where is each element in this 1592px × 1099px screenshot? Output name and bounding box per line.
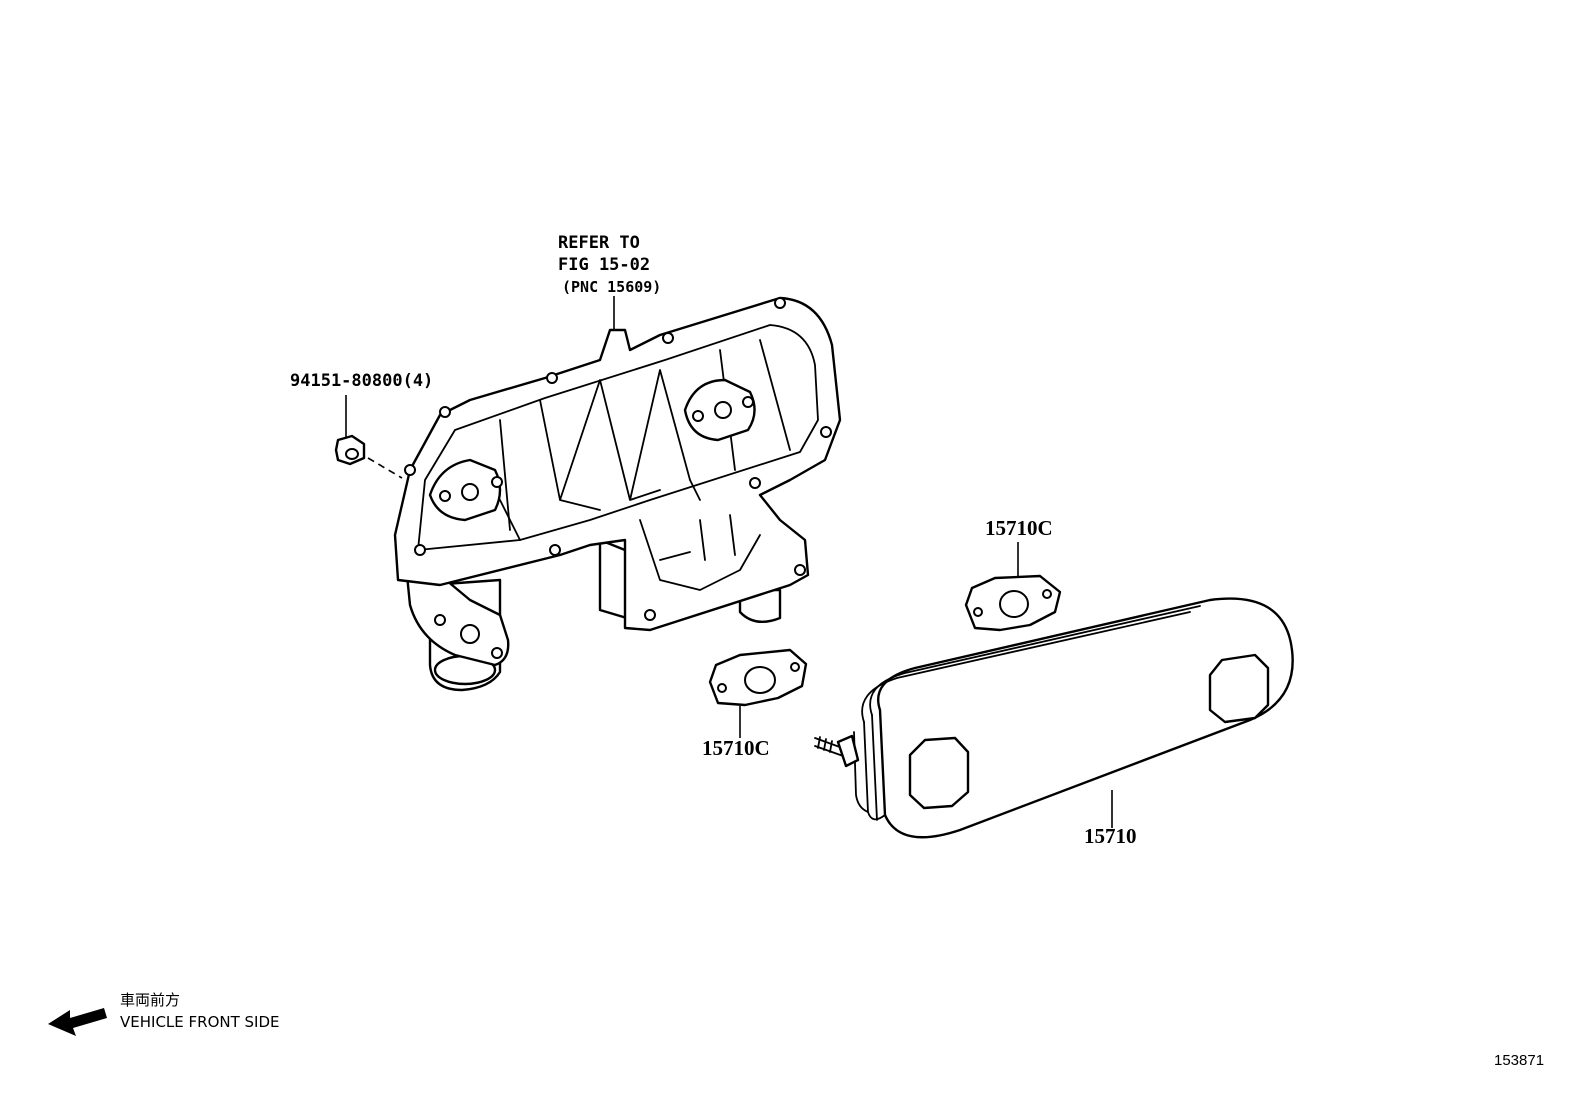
gasket-upper-part-number: 15710C bbox=[985, 516, 1053, 540]
gasket-lower bbox=[708, 648, 808, 707]
nut-install-line bbox=[367, 457, 403, 479]
gasket-upper bbox=[964, 574, 1062, 632]
refer-note-line-1: REFER TO bbox=[558, 233, 640, 253]
oil-cooler bbox=[814, 597, 1294, 839]
vehicle-front-japanese: 車両前方 bbox=[120, 991, 181, 1009]
oil-cooler-housing bbox=[393, 296, 842, 692]
front-direction-arrow-icon bbox=[48, 1008, 107, 1036]
vehicle-front-english: VEHICLE FRONT SIDE bbox=[120, 1013, 280, 1031]
nut bbox=[334, 434, 366, 466]
nut-part-number: 94151-80800(4) bbox=[290, 371, 434, 391]
oil-cooler-part-number: 15710 bbox=[1084, 824, 1137, 848]
refer-note-line-2: FIG 15-02 bbox=[558, 255, 651, 275]
gasket-lower-part-number: 15710C bbox=[702, 736, 770, 760]
refer-note-line-3: (PNC 15609) bbox=[562, 278, 662, 296]
figure-id: 153871 bbox=[1494, 1052, 1545, 1069]
